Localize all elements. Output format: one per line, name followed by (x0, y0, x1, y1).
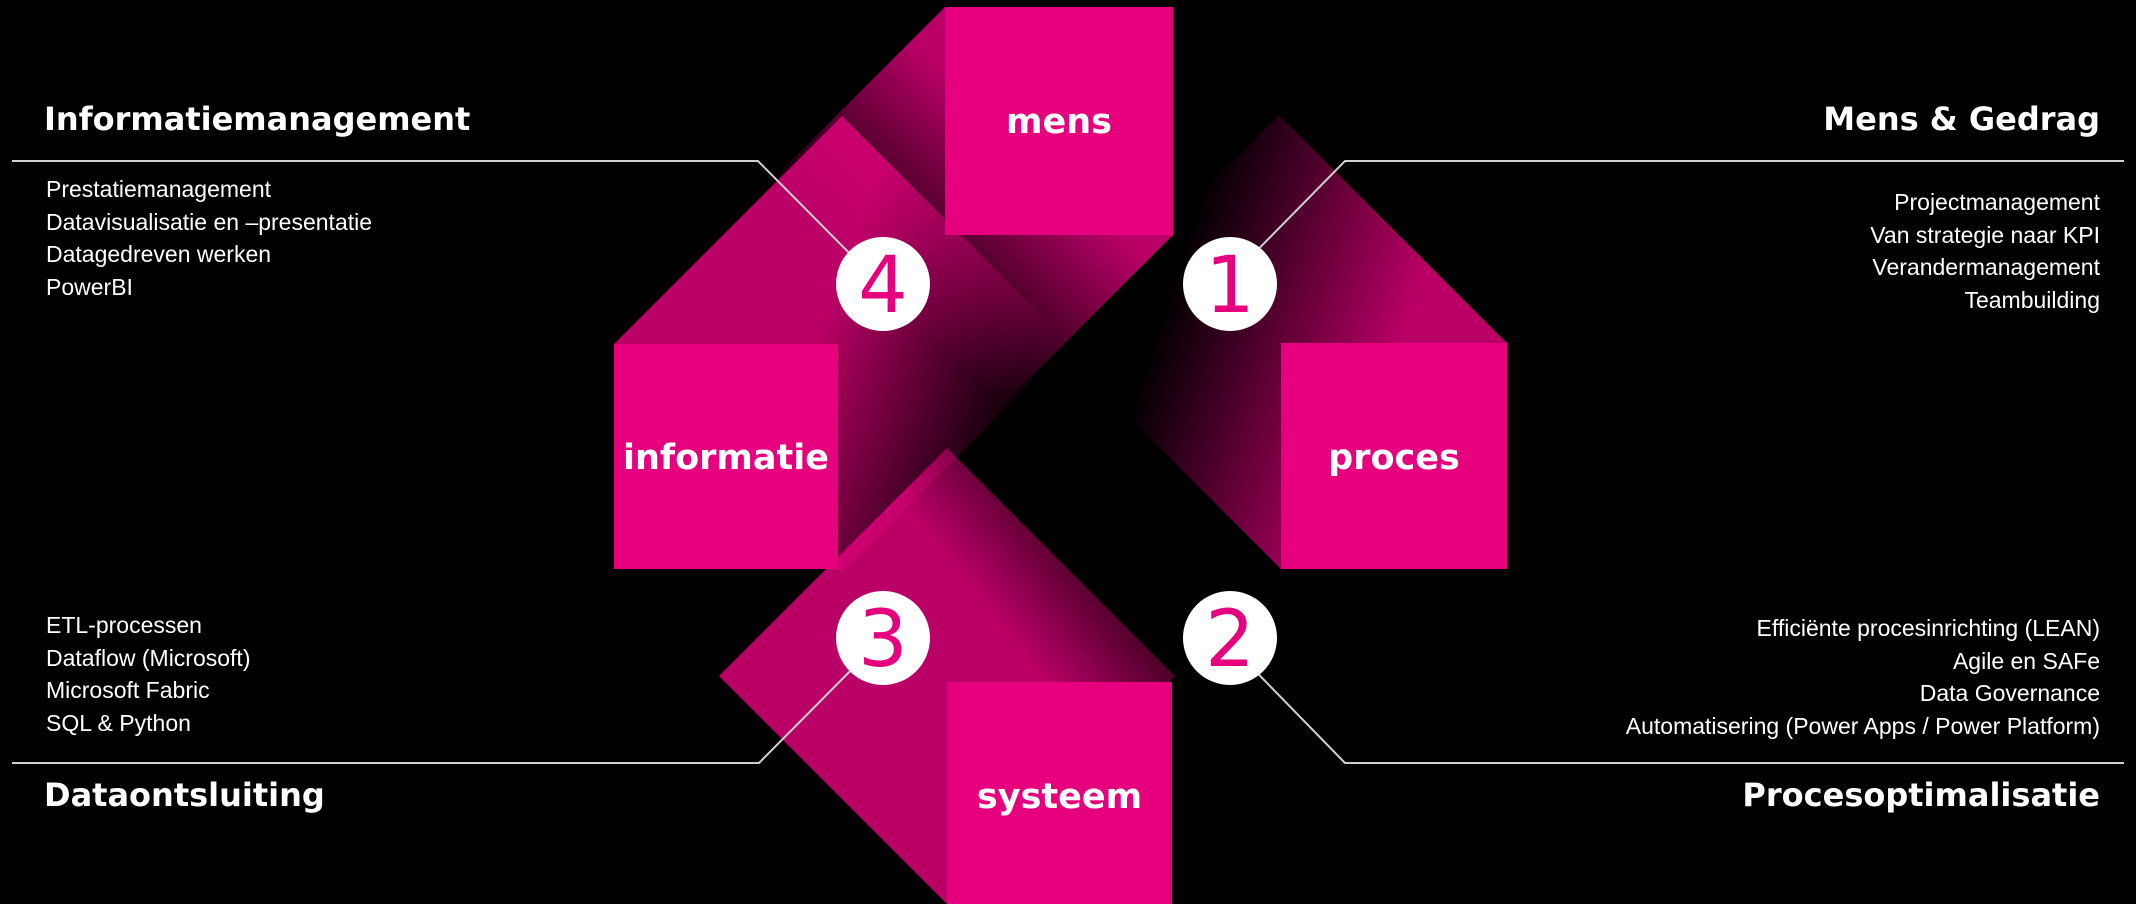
quadrant-title-mens-gedrag: Mens & Gedrag (1823, 100, 2100, 138)
quadrant-title-dataontsluiting: Dataontsluiting (44, 776, 325, 814)
box-proces (1281, 343, 1507, 569)
list-item: PowerBI (46, 273, 133, 300)
step-circle-4 (836, 237, 930, 331)
list-item: SQL & Python (46, 709, 191, 736)
list-item: Datavisualisatie en –presentatie (46, 208, 373, 235)
box-informatie (614, 344, 838, 569)
step-number-1: 1 (1205, 241, 1255, 331)
list-item: Verandermanagement (1872, 254, 2100, 280)
connector-line-bottom-left (12, 642, 879, 764)
list-item: Efficiënte procesinrichting (LEAN) (1756, 615, 2100, 641)
quadrant-list-dataontsluiting: ETL-processen Dataflow (Microsoft) Micro… (46, 609, 250, 739)
box-label-proces: proces (1328, 438, 1460, 478)
box-systeem (947, 682, 1172, 904)
quadrant-list-procesoptimalisatie: Efficiënte procesinrichting (LEAN) Agile… (1626, 612, 2100, 742)
list-item: Van strategie naar KPI (1870, 221, 2100, 248)
connector-line-bottom-right (1227, 642, 2124, 764)
box-label-informatie: informatie (622, 438, 829, 478)
connector-line-top-left (12, 160, 879, 283)
list-item: Teambuilding (1964, 286, 2100, 313)
quadrant-list-mens-gedrag: Projectmanagement Van strategie naar KPI… (1870, 186, 2100, 316)
connector-line-top-right (1227, 160, 2124, 281)
list-item: Agile en SAFe (1952, 647, 2100, 674)
list-item: Dataflow (Microsoft) (46, 644, 251, 671)
step-circle-1 (1183, 237, 1277, 331)
quadrant-list-informatiemanagement: Prestatiemanagement Datavisualisatie en … (46, 173, 372, 303)
list-item: Microsoft Fabric (46, 677, 210, 703)
list-item: Prestatiemanagement (46, 176, 272, 202)
step-circle-3 (836, 591, 930, 685)
step-number-2: 2 (1205, 595, 1255, 685)
list-item: ETL-processen (46, 612, 202, 638)
list-item: Datagedreven werken (46, 241, 272, 267)
step-circle-2 (1183, 591, 1277, 685)
list-item: Projectmanagement (1894, 189, 2100, 215)
list-item: Automatisering (Power Apps / Power Platf… (1625, 712, 2100, 739)
box-label-systeem: systeem (976, 777, 1143, 817)
quadrant-title-procesoptimalisatie: Procesoptimalisatie (1742, 776, 2100, 814)
quadrant-title-informatiemanagement: Informatiemanagement (44, 100, 471, 138)
list-item: Data Governance (1919, 680, 2100, 706)
box-label-mens: mens (1006, 102, 1112, 142)
box-mens (945, 7, 1173, 235)
step-number-3: 3 (858, 595, 908, 685)
step-number-4: 4 (858, 241, 908, 331)
